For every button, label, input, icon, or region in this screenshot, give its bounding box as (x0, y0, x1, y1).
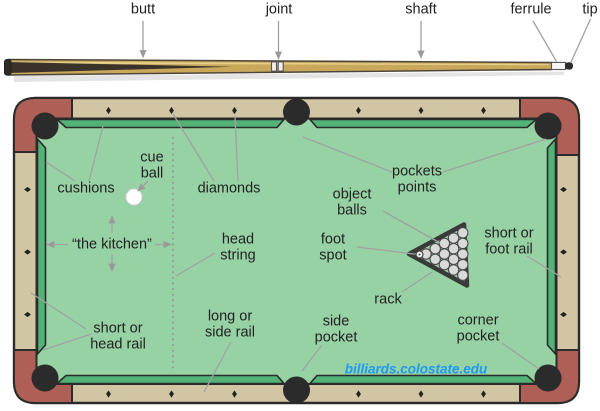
object-ball (447, 253, 460, 266)
leader-short-head-rail-2 (42, 333, 92, 351)
object-ball (447, 232, 460, 244)
leader-tip (570, 18, 592, 63)
rail-diamond (418, 390, 424, 398)
foot-spot-dot (418, 253, 421, 256)
cue-tip (565, 62, 573, 70)
cue-butt-wrap (8, 62, 232, 73)
rail-diamond (560, 186, 567, 193)
rail-diamond (24, 311, 31, 318)
object-ball (457, 248, 469, 260)
object-ball (438, 248, 451, 260)
rail-diamond (24, 249, 31, 255)
object-ball (438, 237, 451, 250)
pockets (31, 98, 562, 404)
leader-cue-ball (137, 180, 149, 192)
leader-cushions-top (88, 125, 104, 182)
leader-foot-spot (356, 246, 415, 255)
rail-diamond (418, 106, 424, 115)
rail-diamond (169, 106, 174, 115)
cue-shadow (14, 71, 564, 82)
object-ball (457, 227, 469, 239)
rail-diamond (232, 106, 237, 115)
pocket-corner-top-right (534, 112, 562, 140)
leader-corner-pocket (501, 342, 540, 370)
leader-side-pocket (301, 344, 323, 372)
leader-long-side-rail (203, 341, 232, 393)
leader-cushions-left (45, 161, 76, 182)
cue-ball (125, 188, 143, 206)
cue-stick (4, 58, 573, 82)
leader-lines (30, 18, 592, 393)
rail-diamond (356, 390, 361, 398)
leader-ferrule (532, 20, 558, 62)
pocket-side-bottom (283, 376, 310, 404)
object-ball (447, 264, 460, 276)
rack-object-balls (420, 227, 469, 281)
cushion-left (36, 138, 47, 355)
rail-diamond (560, 249, 567, 255)
pocket-side-top (283, 98, 310, 126)
leader-short-foot-rail (526, 255, 562, 278)
rail-diamond (481, 390, 486, 398)
cushion-bottom-right (309, 374, 537, 385)
cushion-top-left (56, 118, 285, 129)
leader-short-head-rail-1 (30, 292, 87, 330)
foot-spot (415, 250, 424, 259)
leader-rack (401, 271, 433, 293)
rail-diamond (106, 390, 111, 398)
leader-head-string (175, 252, 216, 277)
pool-table (12, 96, 581, 405)
cue-ferrule (550, 61, 567, 71)
rail-diamond (169, 390, 174, 398)
rail-diamond (24, 186, 31, 193)
object-ball (457, 258, 469, 271)
object-ball (447, 242, 460, 255)
rail-diamonds (24, 106, 567, 398)
leader-pockets-corner (442, 138, 547, 173)
leader-diamonds-2 (234, 115, 239, 182)
pocket-corner-bottom-right (534, 364, 562, 392)
cue-butt-cap (4, 59, 12, 76)
object-ball (429, 242, 441, 255)
rail-diamond (560, 311, 567, 318)
leader-pockets-side (302, 136, 393, 173)
pocket-corner-top-left (31, 112, 59, 140)
leader-diamonds-1 (172, 113, 215, 182)
rail-diamond (481, 106, 486, 115)
leader-object-balls (382, 210, 441, 244)
object-ball (438, 258, 451, 271)
cloth-playing-surface (35, 117, 558, 385)
cue-joint-ring-1 (270, 61, 278, 72)
cushion-right (546, 138, 557, 355)
cue-joint-ring-2 (277, 61, 284, 72)
pocket-corner-bottom-left (31, 364, 59, 392)
rail-diamond (232, 390, 237, 398)
object-ball (457, 269, 469, 281)
cushion-bottom-left (56, 374, 285, 385)
rail-diamond (106, 106, 111, 115)
object-ball (429, 253, 441, 266)
cushion-top-right (309, 118, 537, 129)
object-ball (457, 237, 469, 250)
rail-diamond (356, 106, 361, 115)
